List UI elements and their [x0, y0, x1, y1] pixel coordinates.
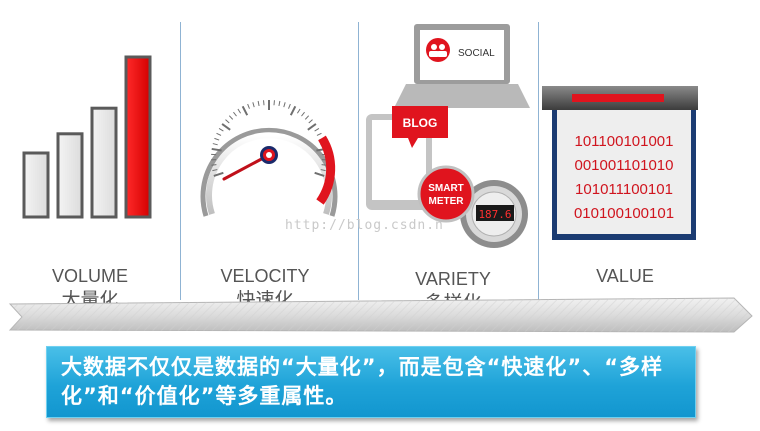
value-label: VALUE: [550, 265, 700, 287]
gauge-tick: [241, 105, 249, 116]
gauge-tick: [304, 115, 310, 120]
gauge-tick: [247, 103, 250, 109]
value-en: VALUE: [596, 266, 654, 286]
divider-1: [180, 22, 181, 300]
binary-row: 101011100101: [575, 181, 673, 198]
gauge-tick: [237, 108, 242, 114]
gauge-tick: [314, 171, 325, 177]
meter-label: METER: [429, 196, 465, 207]
gauge-tick: [278, 100, 281, 107]
gauge-tick: [212, 143, 218, 146]
binary-row: 001001101010: [575, 157, 674, 174]
value-data-icon: 101100101001 001001101010 101011100101 0101…: [542, 86, 698, 240]
gauge-tick: [218, 128, 224, 132]
divider-2: [358, 22, 359, 300]
summary-caption-text: 大数据不仅仅是数据的“大量化”，而是包含“快速化”、“多样化”和“价值化”等多重…: [61, 355, 664, 408]
gauge-tick: [213, 171, 224, 177]
volume-bar: [22, 151, 50, 219]
volume-bars-icon: [22, 55, 152, 219]
volume-en: VOLUME: [51, 266, 129, 286]
binary-row: 010100100101: [574, 205, 674, 222]
watermark-text: http://blog.csdn.n: [285, 218, 444, 233]
velocity-en: VELOCITY: [220, 266, 310, 286]
binary-row: 101100101001: [575, 133, 674, 150]
divider-3: [538, 22, 539, 300]
gauge-tick: [211, 164, 217, 166]
gauge-tick: [233, 111, 237, 117]
gauge-tick: [225, 119, 230, 124]
variety-devices-icon: SOCIAL BLOG 187.6 SMART METER: [366, 24, 530, 248]
gauge-tick: [316, 132, 322, 136]
gauge-tick: [212, 169, 218, 172]
gauge-tick: [221, 123, 231, 131]
volume-bar: [124, 55, 152, 219]
gauge-tick: [216, 132, 222, 136]
gauge-tick: [252, 102, 255, 108]
gauge-tick: [288, 103, 291, 109]
gauge-tick: [321, 164, 327, 166]
variety-en: VARIETY: [415, 269, 491, 289]
blog-label: BLOG: [403, 116, 438, 130]
speedometer-icon: [200, 100, 338, 217]
gauge-tick: [283, 102, 286, 108]
gauge-tick: [320, 169, 326, 172]
gauge-tick: [307, 123, 317, 131]
progress-arrow: [8, 297, 753, 333]
gauge-tick: [228, 115, 234, 120]
social-label: SOCIAL: [458, 48, 495, 59]
volume-bar: [56, 132, 84, 219]
gauge-tick: [257, 100, 260, 107]
gauge-tick: [301, 111, 305, 117]
gauge-tick: [289, 105, 297, 116]
summary-caption-box: 大数据不仅仅是数据的“大量化”，而是包含“快速化”、“多样化”和“价值化”等多重…: [46, 346, 696, 418]
gauge-tick: [308, 119, 313, 124]
gauge-tick: [296, 108, 301, 114]
meter-reading: 187.6: [478, 208, 511, 221]
gauge-tick: [314, 128, 320, 132]
gauge-tick: [214, 137, 220, 141]
gauge-tick: [211, 147, 222, 152]
volume-bar: [90, 106, 118, 219]
smart-label: SMART: [428, 183, 464, 194]
